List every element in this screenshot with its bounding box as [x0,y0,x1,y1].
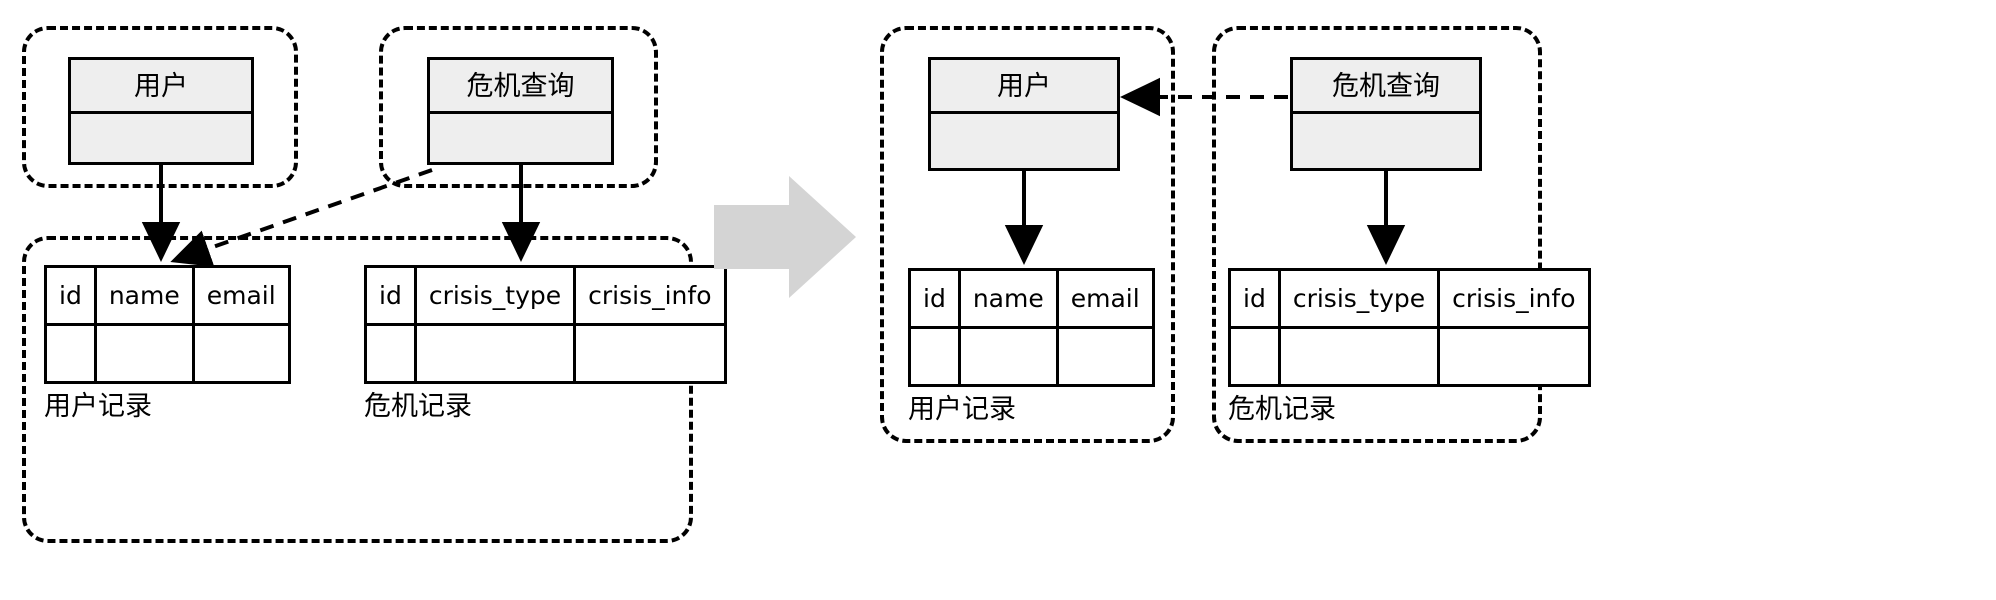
column-header-crisis-type: crisis_type [413,265,577,326]
after-crisis-query-entity-title: 危机查询 [1293,60,1479,114]
after-crisis-record-caption: 危机记录 [1228,394,1336,425]
cell-name [93,323,195,384]
before-crisis-record-caption: 危机记录 [364,391,472,422]
column-header-email: email [1055,268,1155,329]
cell-crisis-type [1277,326,1441,387]
column-header-crisis-info: crisis_info [573,265,727,326]
cell-crisis-type [413,323,577,384]
table-row [44,323,291,384]
before-user-entity-attributes [71,114,251,168]
cell-id [908,326,961,387]
table-row [908,326,1155,387]
after-user-entity-attributes [931,114,1117,168]
after-crisis-query-entity-attributes [1293,114,1479,168]
after-user-group [880,26,1175,443]
before-user-entity-title: 用户 [71,60,251,114]
after-user-record-table[interactable]: id name email [908,268,1155,387]
column-header-id: id [44,265,97,326]
before-user-record-table[interactable]: id name email [44,265,291,384]
cell-id [44,323,97,384]
cell-email [1055,326,1155,387]
after-user-entity[interactable]: 用户 [928,57,1120,171]
cell-id [1228,326,1281,387]
cell-name [957,326,1059,387]
column-header-crisis-type: crisis_type [1277,268,1441,329]
after-user-record-caption: 用户记录 [908,394,1016,425]
cell-email [191,323,291,384]
transform-arrow [714,176,856,298]
after-crisis-query-entity[interactable]: 危机查询 [1290,57,1482,171]
table-header-row: id crisis_type crisis_info [1228,268,1591,329]
cell-id [364,323,417,384]
table-header-row: id name email [908,268,1155,329]
before-crisis-query-entity-attributes [430,114,611,168]
column-header-id: id [1228,268,1281,329]
column-header-email: email [191,265,291,326]
column-header-id: id [908,268,961,329]
after-crisis-record-table[interactable]: id crisis_type crisis_info [1228,268,1591,387]
table-row [1228,326,1591,387]
before-crisis-entity-group [379,26,658,188]
column-header-id: id [364,265,417,326]
before-user-record-caption: 用户记录 [44,391,152,422]
before-user-entity[interactable]: 用户 [68,57,254,165]
column-header-name: name [93,265,195,326]
table-row [364,323,727,384]
cell-crisis-info [573,323,727,384]
cell-crisis-info [1437,326,1591,387]
column-header-crisis-info: crisis_info [1437,268,1591,329]
table-header-row: id name email [44,265,291,326]
before-crisis-record-table[interactable]: id crisis_type crisis_info [364,265,727,384]
before-crisis-query-entity[interactable]: 危机查询 [427,57,614,165]
column-header-name: name [957,268,1059,329]
after-crisis-group [1212,26,1542,443]
after-user-entity-title: 用户 [931,60,1117,114]
before-crisis-query-entity-title: 危机查询 [430,60,611,114]
table-header-row: id crisis_type crisis_info [364,265,727,326]
